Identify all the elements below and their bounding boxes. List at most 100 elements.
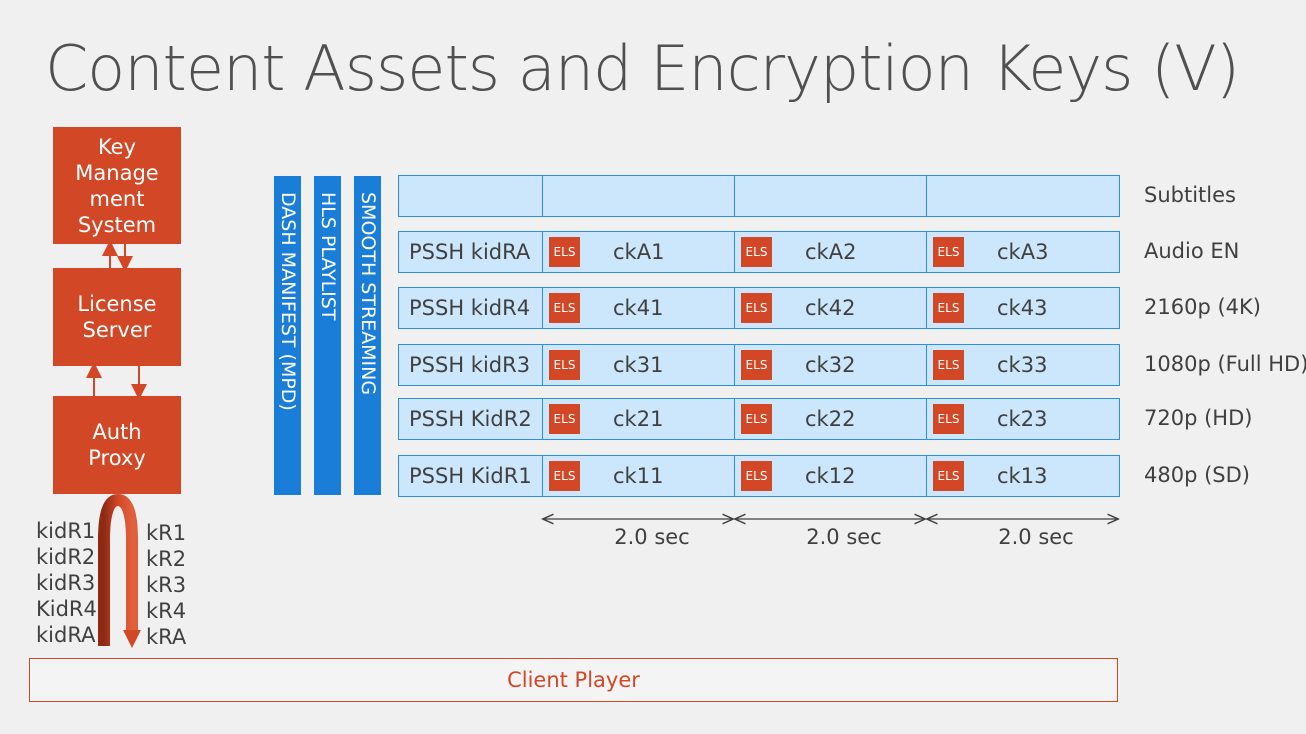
chunk-cell: ELS ck32: [734, 345, 926, 385]
client-player-label: Client Player: [507, 668, 640, 692]
key-id-list: kidR1 kidR2 kidR3 KidR4 kidRA: [36, 518, 97, 648]
track-label: 1080p (Full HD): [1144, 352, 1306, 376]
key-id: KidR4: [36, 597, 97, 621]
smooth-streaming-label: SMOOTH STREAMING: [357, 192, 379, 396]
chunk-cell: [542, 176, 734, 216]
track-row-2160p: PSSH kidR4 ELS ck41 ELS ck42 ELS ck43: [398, 287, 1120, 329]
chunk-key: ck41: [613, 296, 664, 320]
els-badge: ELS: [933, 461, 964, 491]
chunk-cell: ELS ck22: [734, 399, 926, 439]
track-label: 480p (SD): [1144, 463, 1250, 487]
chunk-key: ck32: [805, 353, 856, 377]
chunk-key: ck43: [997, 296, 1048, 320]
key: kRA: [146, 625, 187, 649]
client-player-box: Client Player: [29, 658, 1118, 702]
els-badge: ELS: [549, 293, 580, 323]
key-exchange-arrowhead: [123, 630, 141, 648]
chunk-key: ck13: [997, 464, 1048, 488]
key-management-system-box: Key Manage ment System: [53, 127, 181, 244]
track-label: Audio EN: [1144, 239, 1240, 263]
key-id: kidR2: [36, 545, 96, 569]
chunk-cell: ELS ck42: [734, 288, 926, 328]
key: kR1: [146, 521, 187, 545]
chunk-cell: ELS ckA1: [542, 232, 734, 272]
track-row-480p: PSSH KidR1 ELS ck11 ELS ck12 ELS ck13: [398, 455, 1120, 497]
chunk-cell: ELS ck13: [926, 456, 1120, 496]
chunk-key: ckA1: [613, 240, 665, 264]
chunk-cell: ELS ck41: [542, 288, 734, 328]
els-badge: ELS: [549, 404, 580, 434]
key-id: kidR1: [36, 519, 96, 543]
chunk-cell: ELS ck33: [926, 345, 1120, 385]
chunk-key: ck31: [613, 353, 664, 377]
auth-proxy-box: Auth Proxy: [53, 396, 181, 494]
chunk-cell: ELS ck11: [542, 456, 734, 496]
segment-duration: 2.0 sec: [998, 525, 1074, 549]
track-row-subtitles: [398, 175, 1120, 217]
key-id: kidR3: [36, 571, 96, 595]
chunk-cell: [734, 176, 926, 216]
els-badge: ELS: [741, 461, 772, 491]
chunk-key: ck11: [613, 464, 664, 488]
kms-line-4: System: [77, 212, 157, 237]
chunk-key: ckA3: [997, 240, 1049, 264]
track-row-720p: PSSH KidR2 ELS ck21 ELS ck22 ELS ck23: [398, 398, 1120, 440]
auth-line-2: Proxy: [88, 446, 146, 470]
chunk-key: ck23: [997, 407, 1048, 431]
track-label: 2160p (4K): [1144, 295, 1261, 319]
track-row-audio: PSSH kidRA ELS ckA1 ELS ckA2 ELS ckA3: [398, 231, 1120, 273]
els-badge: ELS: [549, 461, 580, 491]
els-badge: ELS: [549, 350, 580, 380]
els-badge: ELS: [933, 404, 964, 434]
chunk-cell: ELS ckA3: [926, 232, 1120, 272]
chunk-cell: ELS ck21: [542, 399, 734, 439]
license-line-2: Server: [82, 318, 152, 342]
pssh-label: PSSH KidR2: [409, 407, 532, 431]
key-exchange-arch: [98, 493, 138, 646]
smooth-streaming-bar: SMOOTH STREAMING: [354, 176, 381, 495]
chunk-cell: ELS ck12: [734, 456, 926, 496]
hls-playlist-bar: HLS PLAYLIST: [314, 176, 341, 495]
segment-duration: 2.0 sec: [806, 525, 882, 549]
chunk-key: ck22: [805, 407, 856, 431]
chunk-key: ck42: [805, 296, 856, 320]
pssh-label: PSSH kidRA: [409, 240, 531, 264]
chunk-key: ckA2: [805, 240, 857, 264]
key: kR3: [146, 573, 187, 597]
key-id: kidRA: [36, 623, 96, 647]
pssh-label: PSSH KidR1: [409, 464, 532, 488]
chunk-cell: ELS ck43: [926, 288, 1120, 328]
els-badge: ELS: [741, 404, 772, 434]
els-badge: ELS: [933, 293, 964, 323]
els-badge: ELS: [741, 293, 772, 323]
track-label: 720p (HD): [1144, 406, 1253, 430]
kms-line-1: Key: [97, 134, 137, 159]
license-server-box: License Server: [53, 268, 181, 366]
chunk-cell: ELS ckA2: [734, 232, 926, 272]
key: kR4: [146, 599, 187, 623]
els-badge: ELS: [741, 237, 772, 267]
els-badge: ELS: [549, 237, 580, 267]
els-badge: ELS: [933, 237, 964, 267]
kms-line-2: Manage: [75, 160, 159, 185]
kms-line-3: ment: [89, 186, 145, 211]
dash-manifest-bar: DASH MANIFEST (MPD): [274, 176, 301, 495]
els-badge: ELS: [933, 350, 964, 380]
page-title: Content Assets and Encryption Keys (V): [45, 32, 1240, 105]
els-badge: ELS: [741, 350, 772, 380]
chunk-key: ck33: [997, 353, 1048, 377]
chunk-cell: ELS ck31: [542, 345, 734, 385]
auth-line-1: Auth: [92, 420, 142, 444]
track-row-1080p: PSSH kidR3 ELS ck31 ELS ck32 ELS ck33: [398, 344, 1120, 386]
pssh-label: PSSH kidR4: [409, 296, 531, 320]
track-label: Subtitles: [1144, 183, 1236, 207]
license-line-1: License: [77, 292, 157, 316]
chunk-key: ck12: [805, 464, 856, 488]
dash-manifest-label: DASH MANIFEST (MPD): [277, 192, 299, 411]
key: kR2: [146, 547, 187, 571]
chunk-cell: [926, 176, 1120, 216]
chunk-key: ck21: [613, 407, 664, 431]
chunk-cell: ELS ck23: [926, 399, 1120, 439]
pssh-label: PSSH kidR3: [409, 353, 531, 377]
